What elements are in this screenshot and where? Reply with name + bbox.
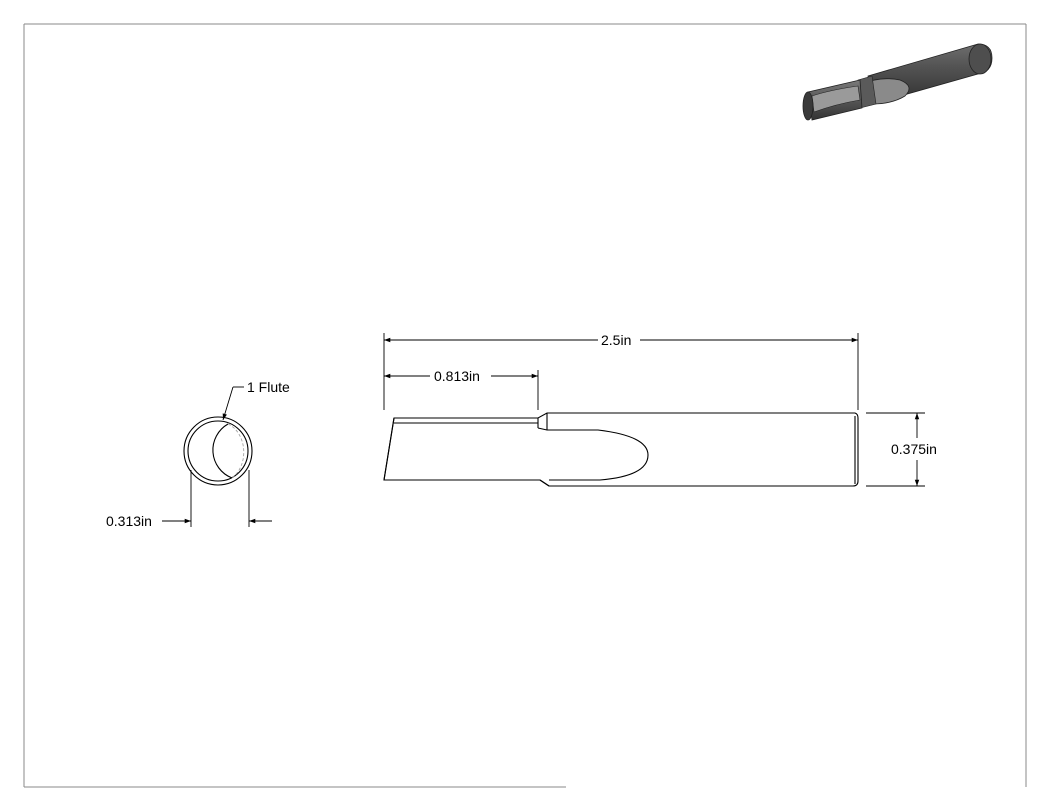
- flute-length-label: 0.813in: [434, 368, 480, 384]
- end-view-hidden-arc: [227, 423, 245, 479]
- end-view-outer-circle: [183, 416, 253, 486]
- isometric-model: [802, 43, 993, 121]
- flute-curve: [537, 427, 649, 481]
- tool-body-outline: [383, 412, 859, 487]
- end-view-flute-arc: [212, 423, 233, 479]
- overall-length-label: 2.5in: [601, 332, 631, 348]
- flute-label: 1 Flute: [247, 379, 290, 395]
- end-view-inner-circle: [187, 420, 249, 482]
- model-cutting-face: [811, 85, 861, 113]
- side-view: 2.5in 0.813in 0.375in: [383, 332, 937, 487]
- end-view: 1 Flute 0.313in: [106, 379, 290, 529]
- shank-diameter-label: 0.375in: [891, 441, 937, 457]
- model-shank-end: [968, 43, 992, 75]
- flute-leader-arrow: [222, 386, 234, 421]
- diameter-label: 0.313in: [106, 513, 152, 529]
- sheet-frame: [23, 23, 1027, 788]
- tool-tip-edge: [383, 417, 395, 481]
- flute-bottom-neck: [539, 479, 550, 487]
- model-tip-end: [802, 91, 814, 121]
